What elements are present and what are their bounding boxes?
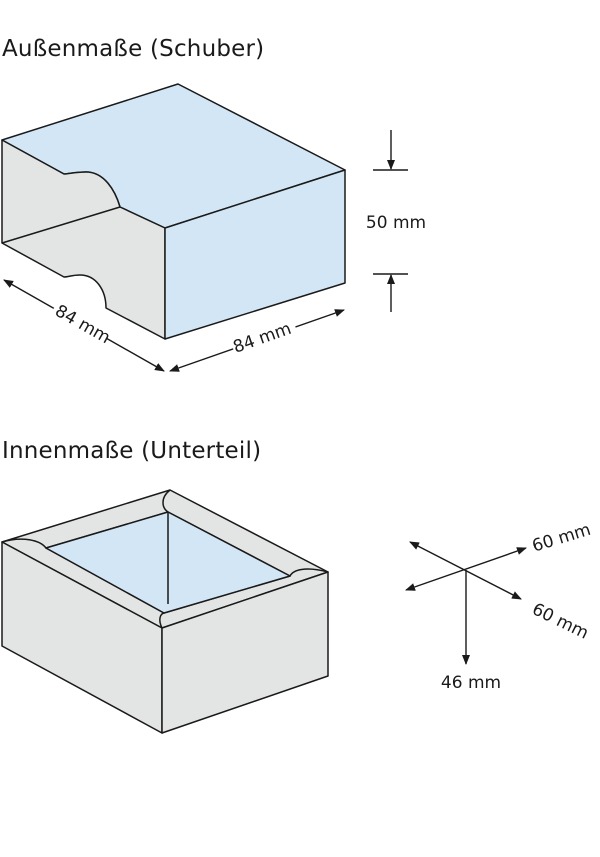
outer-width-label-bg — [228, 313, 299, 357]
rim-corner-back — [162, 489, 171, 513]
inner-depth-label: 60 mm — [529, 599, 592, 643]
slipcase-front-face — [164, 169, 346, 340]
slipcase-inner-edge — [1, 206, 121, 244]
outer-height-dimension — [373, 130, 408, 312]
bottom-box-right-face — [161, 571, 329, 734]
rim-corner-right — [289, 568, 329, 577]
inner-height-label: 46 mm — [441, 673, 501, 693]
outer-height-label: 50 mm — [366, 213, 426, 233]
outer-dimensions-title: Außenmaße (Schuber) — [2, 36, 265, 62]
bottom-box — [1, 489, 329, 734]
outer-depth-label-bg — [49, 296, 113, 346]
outer-depth-label: 84 mm — [51, 301, 113, 348]
slipcase-box — [1, 83, 346, 340]
inner-width-label: 60 mm — [530, 520, 593, 557]
inner-dimensions-title: Innenmaße (Unterteil) — [2, 438, 262, 464]
rim-corner-front — [159, 612, 165, 629]
inner-dimension-cross — [405, 541, 527, 665]
rim-corner-left — [1, 538, 47, 549]
